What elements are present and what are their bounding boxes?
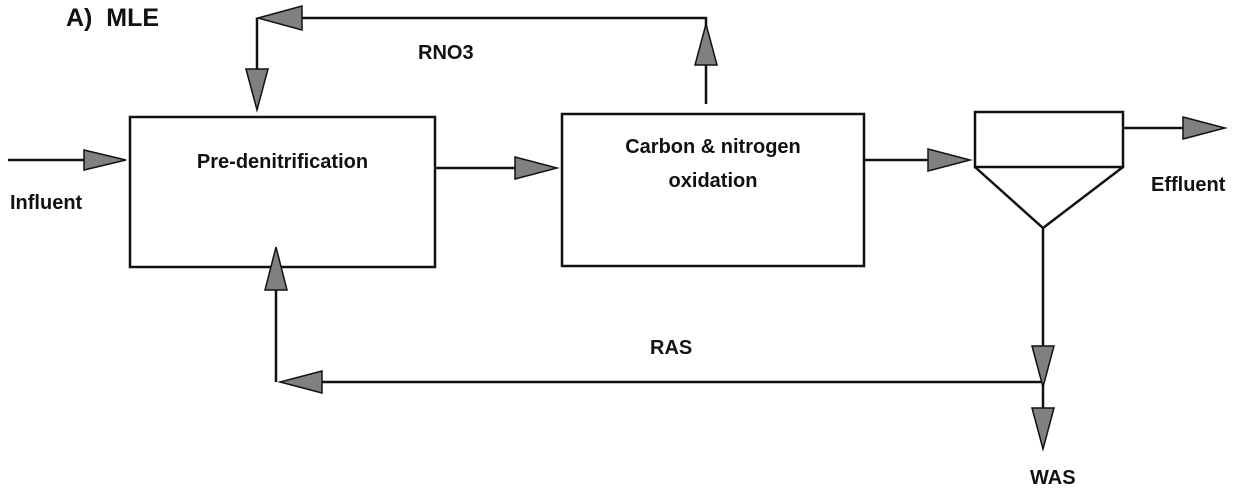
oxidation-text-line1: Carbon & nitrogen bbox=[625, 136, 801, 158]
rno3-down-arrow-icon bbox=[245, 68, 269, 113]
rno3-label: RNO3 bbox=[418, 42, 474, 64]
ras-up-arrow-icon bbox=[264, 246, 288, 291]
ras-label: RAS bbox=[650, 337, 693, 359]
ras-down-arrow-icon bbox=[1031, 345, 1055, 390]
ras-left-arrow-icon bbox=[277, 370, 323, 394]
predenitrification-text: Pre-denitrification bbox=[196, 151, 369, 173]
rno3-recycle-line bbox=[300, 16, 708, 104]
predenitrification-box bbox=[128, 115, 437, 269]
influent-label: Influent bbox=[10, 192, 83, 214]
clarifier-feed-arrow-icon bbox=[927, 148, 973, 172]
rno3-up-arrow-icon bbox=[694, 21, 718, 66]
transfer-arrow-icon bbox=[514, 156, 560, 180]
was-label: WAS bbox=[1030, 467, 1076, 489]
effluent-arrow-icon bbox=[1182, 116, 1228, 140]
effluent-label: Effluent bbox=[1151, 174, 1226, 196]
clarifier-tank bbox=[973, 110, 1125, 169]
oxidation-label: Carbon & nitrogen oxidation bbox=[562, 128, 864, 200]
influent-arrow-icon bbox=[83, 149, 127, 171]
diagram-title: A) MLE bbox=[66, 4, 160, 32]
oxidation-box bbox=[560, 112, 866, 268]
rno3-left-arrow-icon bbox=[255, 5, 303, 31]
oxidation-text-line2: oxidation bbox=[668, 170, 758, 192]
was-down-arrow-icon bbox=[1031, 407, 1055, 452]
predenitrification-label: Pre-denitrification bbox=[130, 117, 435, 207]
clarifier-cone bbox=[974, 166, 1124, 230]
